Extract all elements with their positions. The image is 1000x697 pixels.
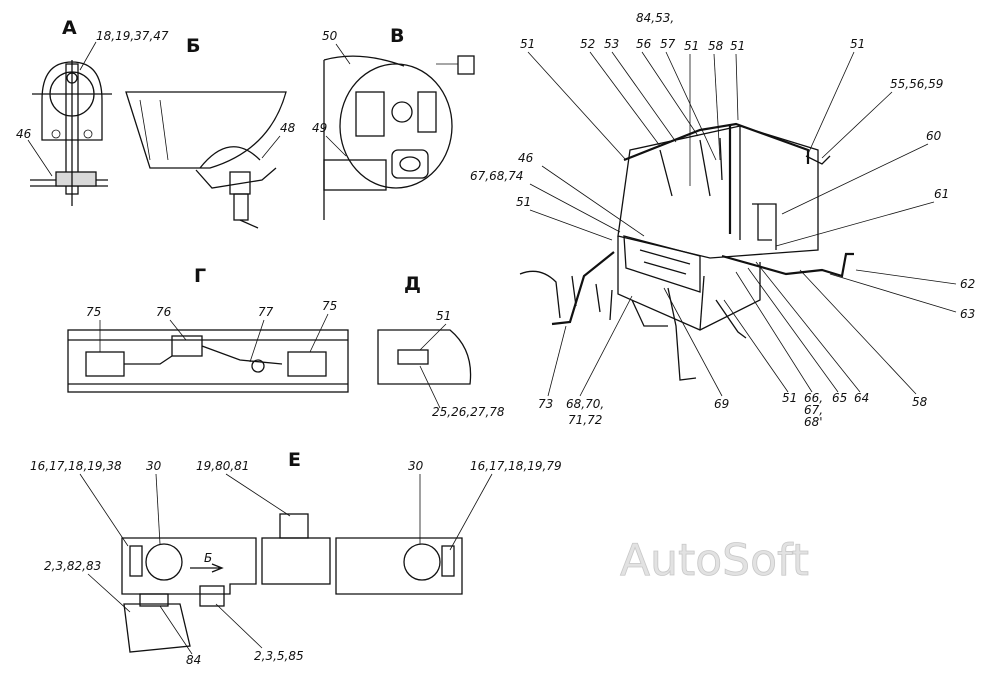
main-label-5: 56 [636, 37, 652, 51]
view-a-label-2: 46 [16, 127, 32, 141]
view-g-label-2: 76 [156, 305, 172, 319]
main-label-3: 52 [580, 37, 595, 51]
view-v: В 50 49 [312, 25, 475, 220]
view-b-label-1: 48 [280, 121, 296, 135]
view-v-title: В [390, 25, 404, 47]
main-label-22: 69 [714, 397, 729, 411]
main-label-15: 51 [516, 195, 531, 209]
main-label-28: 64 [854, 391, 869, 405]
main-label-13: 46 [518, 151, 534, 165]
main-label-6: 57 [660, 37, 676, 51]
main-label-29: 58 [912, 395, 928, 409]
main-label-18: 63 [960, 307, 975, 321]
main-label-17: 62 [960, 277, 975, 291]
main-label-25: 67, [804, 403, 823, 417]
view-g: Г 75 76 77 75 [67, 265, 349, 393]
main-view: 84,53, 51 52 53 56 57 51 58 51 51 55,56,… [470, 11, 975, 429]
main-label-4: 53 [604, 37, 619, 51]
view-e-arrow-label: Б [204, 551, 212, 565]
view-g-label-3: 77 [258, 305, 274, 319]
view-d: Д 51 25,26,27,78 [377, 273, 505, 419]
main-label-16: 61 [934, 187, 949, 201]
view-d-label-1: 51 [436, 309, 451, 323]
main-label-26: 68' [804, 415, 823, 429]
main-label-11: 55,56,59 [890, 77, 943, 91]
view-v-label-2: 49 [312, 121, 327, 135]
view-d-label-2: 25,26,27,78 [432, 405, 505, 419]
view-g-label-4: 75 [322, 299, 337, 313]
main-label-14: 67,68,74 [470, 169, 523, 183]
main-label-10: 51 [850, 37, 865, 51]
view-e-label-5: 16,17,18,19,79 [470, 459, 562, 473]
main-label-20: 68,70, [566, 397, 604, 411]
view-e-label-7: 84 [186, 653, 201, 667]
main-label-2: 51 [520, 37, 535, 51]
view-a-label-1: 18,19,37,47 [96, 29, 169, 43]
main-label-21: 71,72 [568, 413, 602, 427]
view-e-label-6: 2,3,82,83 [44, 559, 101, 573]
view-g-label-1: 75 [86, 305, 101, 319]
view-b: Б 48 [125, 35, 296, 229]
view-e-title: Е [288, 449, 301, 471]
main-label-24: 66, [804, 391, 823, 405]
view-e: Е 16,17,18,19,38 30 19,80,81 30 16,17,18… [30, 449, 562, 667]
view-g-title: Г [194, 265, 206, 287]
view-e-label-4: 30 [408, 459, 424, 473]
main-label-1: 84,53, [636, 11, 674, 25]
watermark: AutoSoft [620, 535, 809, 586]
main-label-23: 51 [782, 391, 797, 405]
view-e-label-1: 16,17,18,19,38 [30, 459, 122, 473]
view-e-label-8: 2,3,5,85 [254, 649, 304, 663]
main-label-27: 65 [832, 391, 847, 405]
view-e-label-2: 30 [146, 459, 162, 473]
view-a: А 18,19,37,47 46 [16, 17, 169, 206]
main-label-7: 51 [684, 39, 699, 53]
view-v-label-1: 50 [322, 29, 338, 43]
main-label-8: 58 [708, 39, 724, 53]
view-e-label-3: 19,80,81 [196, 459, 249, 473]
view-a-title: А [62, 17, 77, 39]
view-d-title: Д [404, 273, 421, 295]
main-label-19: 73 [538, 397, 553, 411]
main-label-12: 60 [926, 129, 942, 143]
main-label-9: 51 [730, 39, 745, 53]
view-b-title: Б [186, 35, 200, 57]
